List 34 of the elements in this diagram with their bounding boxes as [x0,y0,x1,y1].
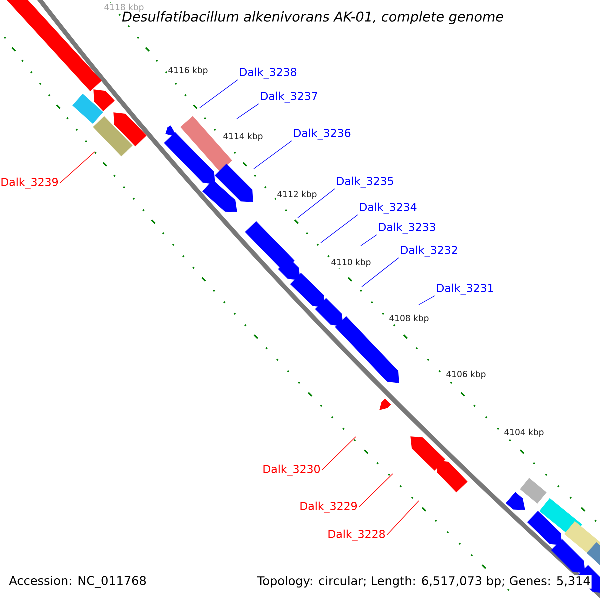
scale-label: 4112 kbp [276,190,318,200]
leader-line [322,436,356,471]
gene-label: Dalk_3236 [294,128,351,140]
genome-info-text: Topology: circular; Length: 6,517,073 bp; Genes: 5,314 [256,575,592,589]
gene-label: Dalk_3229 [300,502,358,513]
scale-label: 4116 kbp [167,66,210,76]
title: Desulfatibacillum alkenivorans AK-01, complete genome [122,11,504,25]
scale-label: 4110 kbp [330,258,372,268]
leader-line [60,152,96,184]
gene-label: Dalk_3230 [264,464,320,476]
leader-line [298,188,336,218]
accession-text: Accession: NC_011768 [9,576,146,588]
gene-label: Dalk_3234 [360,202,417,214]
leader-line [236,104,260,120]
gene-label: Dalk_3239 [2,178,58,189]
leader-line [362,258,400,288]
leader-line [360,234,378,246]
leader-line [358,474,394,508]
leader-line [418,296,436,306]
scale-label: 4114 kbp [222,132,264,142]
gene-label: Dalk_3232 [401,246,458,257]
leader-line [386,500,420,536]
gene-label: Dalk_3233 [379,222,436,234]
gene-label: Dalk_3238 [240,68,297,79]
leader-line [320,214,358,244]
scale-label: 4106 kbp [445,370,488,380]
leader-line [200,80,238,108]
leader-line [254,140,292,170]
gene-label: Dalk_3235 [337,176,394,188]
scale-label: 4104 kbp [503,428,546,438]
gene-label: Dalk_3228 [328,530,386,541]
gene-label: Dalk_3237 [261,92,318,103]
scale-label: 4108 kbp [388,314,430,324]
gene-label: Dalk_3231 [437,284,494,295]
